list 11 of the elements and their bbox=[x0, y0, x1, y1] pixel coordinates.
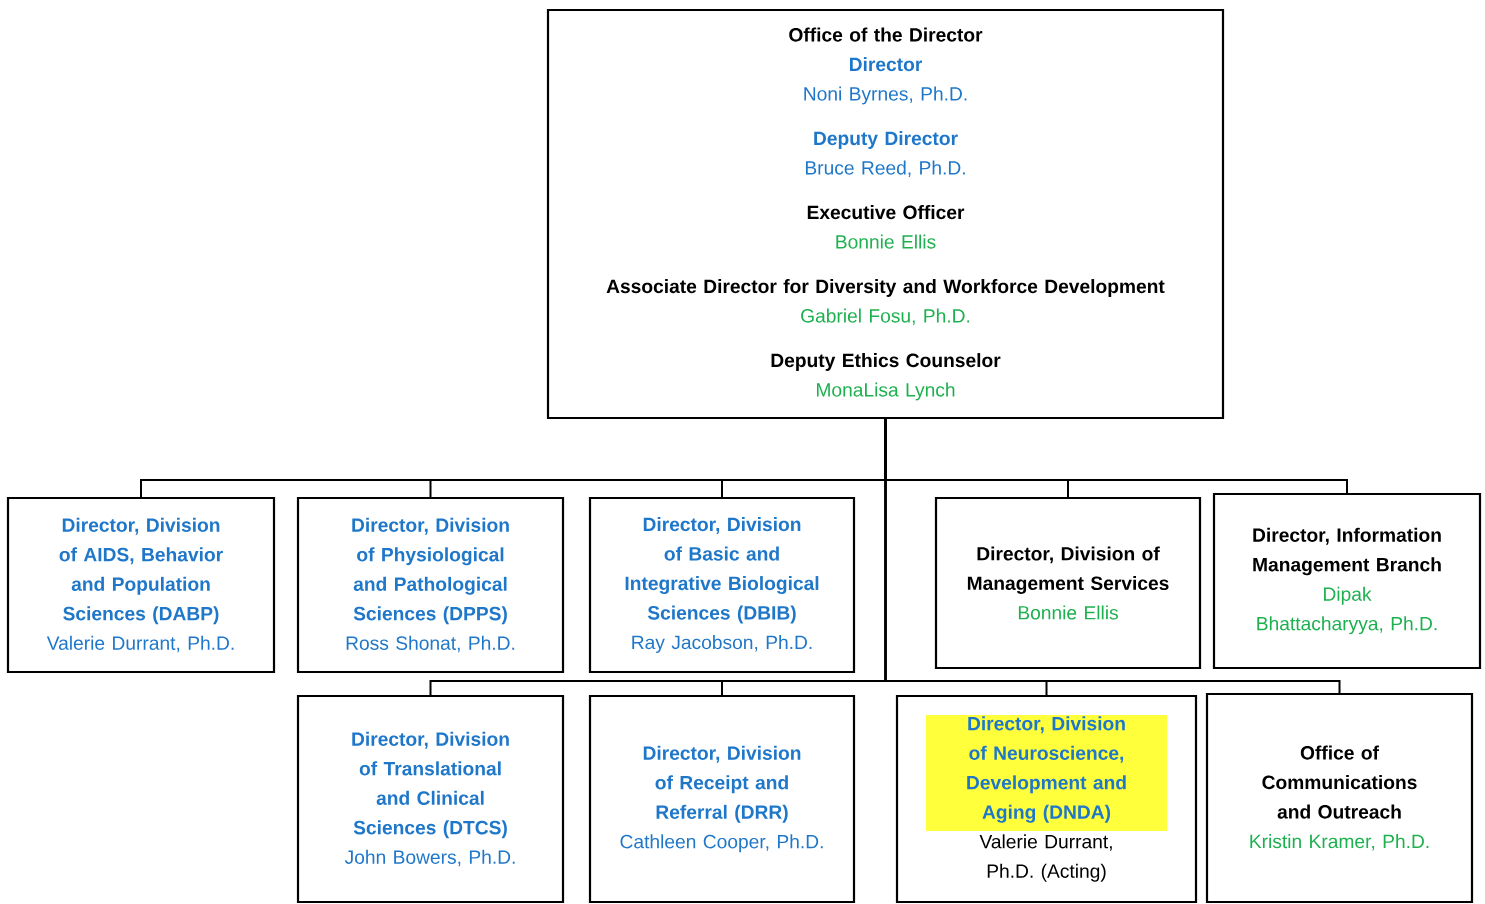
division-box: Director, Division of Neuroscience, Development and Aging (DNDA) Valerie Durrant, Ph.D. (Acting) bbox=[895, 694, 1198, 904]
office-box: Office of the Director Director Noni Byrnes, Ph.D. Deputy Director Bruce Reed, Ph.D. Executive Officer Bonnie Ellis Associate Director for Diversity and Workforce Development Gabriel Fosu, Ph.D. Deputy Ethics Counselor MonaLisa Lynch bbox=[546, 8, 1225, 420]
division-box: Director, Division of Translational and Clinical Sciences (DTCS) John Bowers, Ph.D. bbox=[296, 694, 565, 904]
division-box: Director, Division of AIDS, Behavior and Population Sciences (DABP) Valerie Durrant, Ph.D. bbox=[6, 496, 276, 674]
division-box: Director, Division of Management Services Bonnie Ellis bbox=[934, 496, 1202, 670]
division-box: Director, Division of Receipt and Referral (DRR) Cathleen Cooper, Ph.D. bbox=[588, 694, 856, 904]
division-box: Director, Division of Physiological and Pathological Sciences (DPPS) Ross Shonat, Ph.D. bbox=[296, 496, 565, 674]
division-box: Office of Communications and Outreach Kristin Kramer, Ph.D. bbox=[1205, 692, 1474, 904]
division-box: Director, Division of Basic and Integrative Biological Sciences (DBIB) Ray Jacobson, Ph.D. bbox=[588, 496, 856, 674]
connector-line bbox=[884, 418, 1341, 694]
division-box: Director, Information Management Branch Dipak Bhattacharyya, Ph.D. bbox=[1212, 492, 1482, 670]
